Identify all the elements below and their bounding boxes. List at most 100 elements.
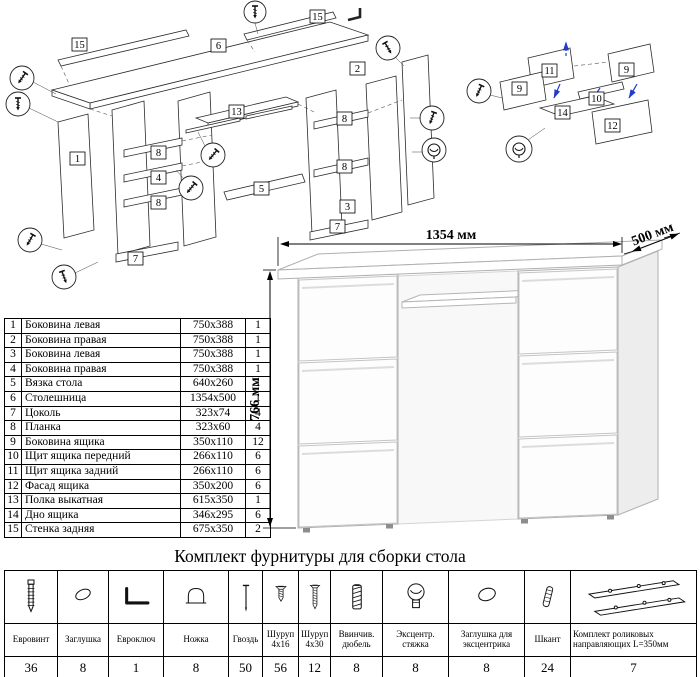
part-name: Цоколь xyxy=(21,405,181,422)
svg-text:9: 9 xyxy=(517,84,522,95)
hardware-qty: 7 xyxy=(570,656,697,677)
part-size: 350x110 xyxy=(180,434,246,451)
svg-text:13: 13 xyxy=(231,107,242,118)
wood-dowel-icon xyxy=(542,586,553,608)
screw-in-dowel-icon xyxy=(351,584,362,610)
svg-text:9: 9 xyxy=(624,65,629,76)
drawer-front xyxy=(298,358,398,445)
svg-text:8: 8 xyxy=(156,148,161,159)
svg-text:15: 15 xyxy=(74,40,85,51)
part-number: 9 xyxy=(4,434,22,451)
cam-lock-icon xyxy=(406,583,425,609)
assembly-diagrams: 15 6 15 2 13 1 8 4 8 5 7 8 8 3 7 xyxy=(5,0,655,290)
drawer-front xyxy=(518,351,618,438)
part-qty: 4 xyxy=(245,405,271,422)
hardware-qty: 8 xyxy=(448,656,525,677)
part-size: 323x74 xyxy=(180,405,246,422)
hardware-qty: 12 xyxy=(298,656,331,677)
hardware-icons-row xyxy=(4,570,697,624)
svg-text:6: 6 xyxy=(216,41,221,52)
desktop-panel xyxy=(50,21,370,104)
drawer-slides-icon xyxy=(587,580,686,616)
svg-text:3: 3 xyxy=(345,202,350,213)
hardware-qty: 24 xyxy=(524,656,571,677)
part-qty: 1 xyxy=(245,361,271,378)
part-qty: 6 xyxy=(245,507,271,524)
part-label: 15 xyxy=(71,37,88,52)
part-qty: 1 xyxy=(245,347,271,363)
part-number: 4 xyxy=(4,361,22,378)
drawer-diagram-labels: 11 9 9 10 14 12 xyxy=(511,62,635,133)
part-qty: 1 xyxy=(245,376,271,392)
part-name: Боковина правая xyxy=(21,332,181,349)
part-qty: 1 xyxy=(245,332,271,349)
part-qty: 1 xyxy=(245,493,271,509)
drawer-front xyxy=(518,268,618,355)
part-label: 14 xyxy=(554,105,571,120)
nail-icon xyxy=(242,584,249,612)
part-label: 11 xyxy=(541,63,558,78)
part-name: Боковина левая xyxy=(21,318,181,334)
assembly-leader-lines xyxy=(60,39,403,167)
hardware-qty: 8 xyxy=(57,656,109,677)
hex-key-icon xyxy=(125,586,150,605)
svg-text:5: 5 xyxy=(259,184,264,195)
screw-4x30-icon xyxy=(309,584,320,610)
plastic-cap-icon xyxy=(75,588,91,601)
part-qty: 4 xyxy=(245,420,271,436)
side-panel-2 xyxy=(401,54,435,206)
svg-text:11: 11 xyxy=(544,66,554,77)
part-label: 5 xyxy=(253,181,270,196)
hardware-callout xyxy=(17,227,43,253)
part-number: 1 xyxy=(4,318,22,334)
part-label: 8 xyxy=(336,159,353,174)
hardware-name: Ввинчив. дюбель xyxy=(330,623,383,657)
drawer-front xyxy=(298,275,398,362)
hardware-callout xyxy=(178,175,204,201)
hardware-callout xyxy=(419,105,445,131)
part-number: 15 xyxy=(4,522,22,538)
svg-text:8: 8 xyxy=(342,162,347,173)
cam-cap-icon xyxy=(477,587,496,602)
part-size: 346x295 xyxy=(180,507,246,524)
hardware-qty: 8 xyxy=(382,656,449,677)
part-size: 1354x500 xyxy=(180,390,246,407)
drawer-callouts xyxy=(466,78,546,163)
part-number: 12 xyxy=(4,478,22,495)
part-label: 2 xyxy=(349,61,366,76)
screw-4x16-icon xyxy=(274,585,287,602)
hardware-qty: 50 xyxy=(228,656,263,677)
hardware-name: Гвоздь xyxy=(228,623,263,657)
part-number: 6 xyxy=(4,390,22,407)
part-label: 4 xyxy=(150,170,167,185)
hardware-callout xyxy=(9,65,35,91)
part-label: 3 xyxy=(339,199,356,214)
part-label: 8 xyxy=(150,195,167,210)
dimension-depth-arrow xyxy=(632,233,679,252)
part-size: 640x260 xyxy=(180,376,246,392)
hardware-qty-row: 36 8 1 8 50 56 12 8 8 8 24 7 xyxy=(4,656,697,677)
part-number: 7 xyxy=(4,405,22,422)
hardware-name: Эксцентр. стяжка xyxy=(382,623,449,657)
hardware-callout xyxy=(375,35,401,61)
svg-text:14: 14 xyxy=(557,108,568,119)
part-label: 10 xyxy=(588,91,605,106)
part-number: 13 xyxy=(4,493,22,509)
part-qty: 2 xyxy=(245,522,271,538)
hardware-qty: 36 xyxy=(4,656,58,677)
part-name: Планка xyxy=(21,420,181,436)
part-size: 266x110 xyxy=(180,463,246,480)
part-name: Столешница xyxy=(21,390,181,407)
part-name: Фасад ящика xyxy=(21,478,181,495)
hardware-kit-title: Комплект фурнитуры для сборки стола xyxy=(174,546,466,566)
part-name: Щит ящика передний xyxy=(21,449,181,465)
part-qty: 1 xyxy=(245,390,271,407)
